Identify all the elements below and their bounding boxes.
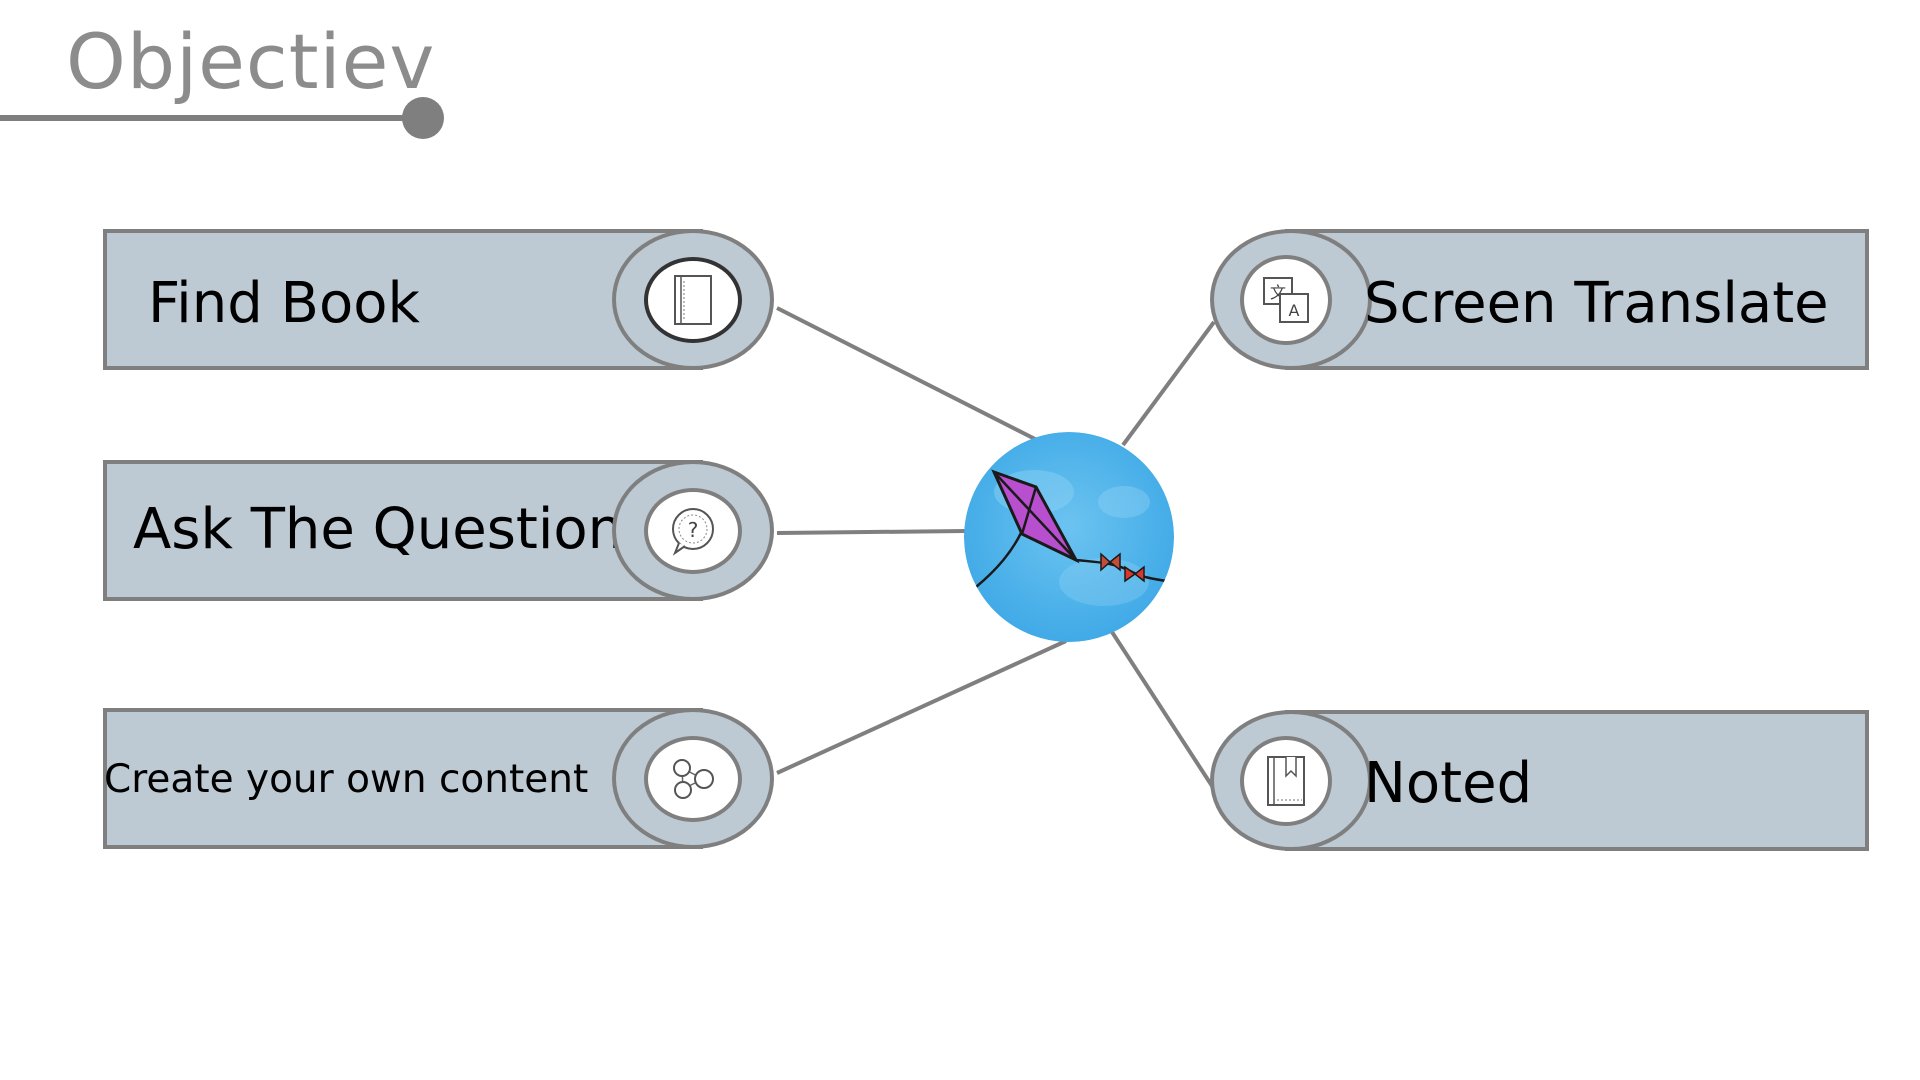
title-underline	[0, 115, 425, 121]
node-create-content-label: Create your own content	[104, 757, 589, 802]
question-bubble-icon: ?	[644, 488, 742, 574]
kite-icon	[964, 432, 1174, 642]
connector-find-book	[776, 306, 1038, 442]
node-find-book[interactable]	[103, 229, 703, 370]
node-noted[interactable]	[1285, 710, 1869, 851]
node-ask-question-label: Ask The Question	[133, 497, 624, 562]
title-underline-dot	[402, 97, 444, 139]
node-noted-label: Noted	[1364, 751, 1533, 816]
node-noted-pill	[1210, 710, 1372, 851]
node-ask-question[interactable]	[103, 460, 703, 601]
bookmark-book-icon	[1240, 736, 1332, 826]
hub-circle	[964, 432, 1174, 642]
node-ask-question-pill: ?	[612, 460, 774, 601]
share-nodes-icon	[644, 736, 742, 822]
node-screen-translate-label: Screen Translate	[1364, 271, 1829, 336]
node-screen-translate[interactable]	[1285, 229, 1869, 370]
node-create-content[interactable]	[103, 708, 703, 849]
connector-create-content	[776, 639, 1067, 775]
node-create-content-pill	[612, 708, 774, 849]
node-screen-translate-pill: 文 A	[1210, 229, 1372, 370]
svg-text:A: A	[1289, 301, 1300, 320]
connector-ask-question	[776, 529, 967, 535]
node-find-book-pill	[612, 229, 774, 370]
svg-text:?: ?	[688, 518, 699, 542]
connector-screen-translate	[1121, 320, 1216, 447]
connector-noted	[1110, 630, 1216, 791]
node-find-book-label: Find Book	[148, 271, 420, 336]
page-title: Objectiev	[66, 17, 436, 106]
translate-icon: 文 A	[1240, 255, 1332, 345]
book-icon	[644, 257, 742, 343]
